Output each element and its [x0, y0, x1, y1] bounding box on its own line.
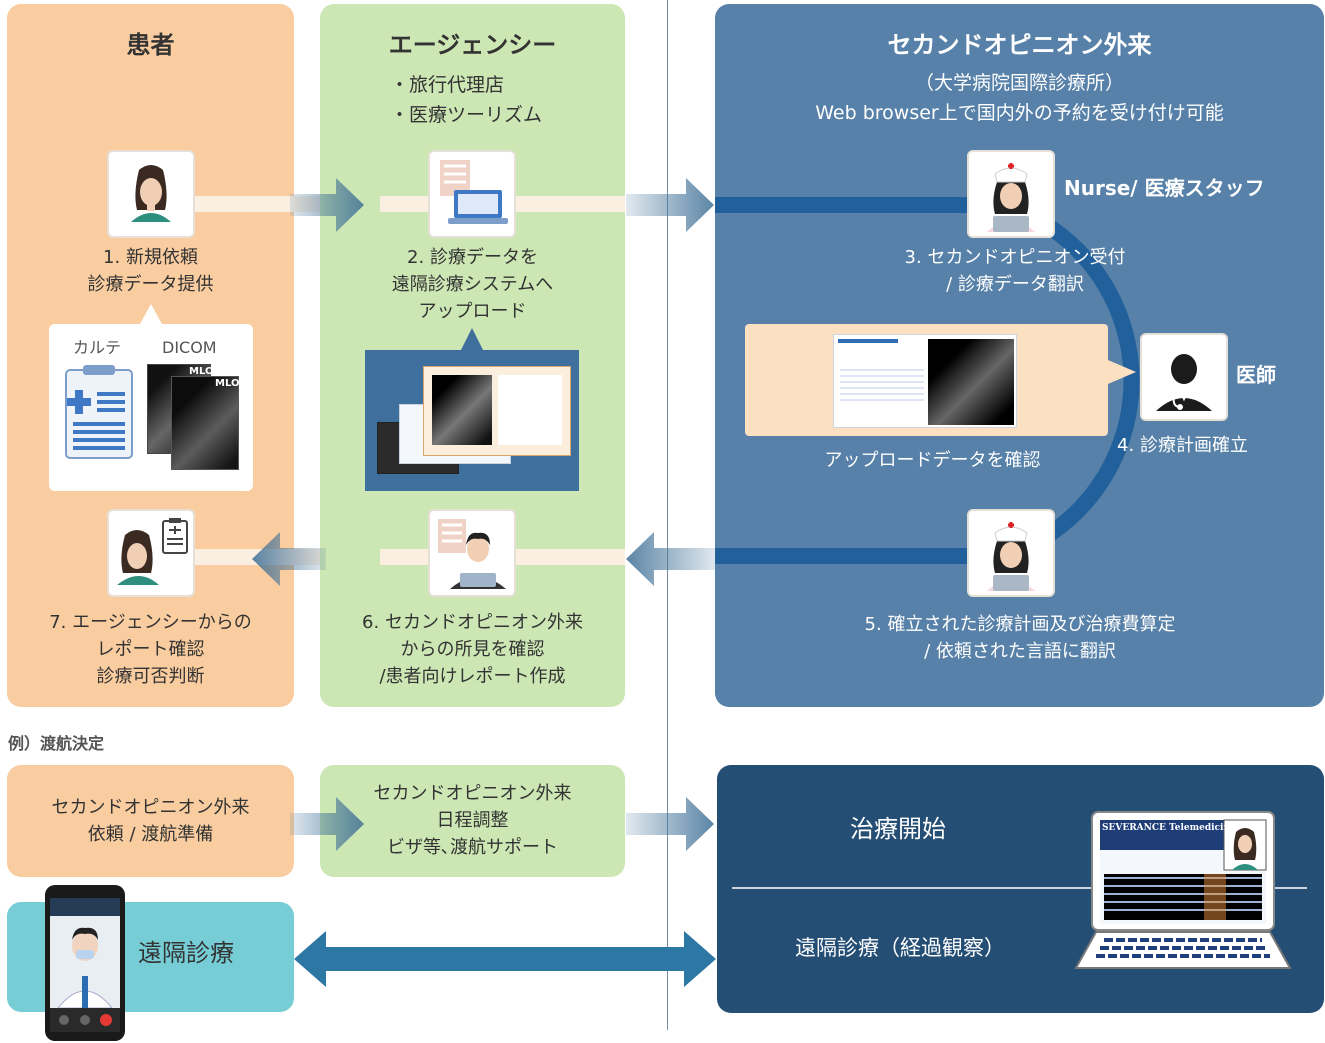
arrow-right-1 [290, 178, 364, 232]
step1-line1: 1. 新規依頼 [103, 247, 198, 268]
upload-check-label: アップロードデータを確認 [824, 450, 1041, 471]
step7-line2: レポート確認 [96, 639, 205, 660]
patient-report-card [107, 509, 195, 597]
clinic-title: セカンドオピニオン外来 [887, 31, 1152, 59]
review-table [840, 365, 924, 405]
example-arrow-right-2 [626, 797, 714, 851]
step6-line3: /患者向けレポート作成 [379, 666, 566, 687]
example-patient-box [7, 765, 294, 877]
clinic-subtitle: （大学病院国際診療所） [914, 72, 1124, 94]
example-patient-line1: セカンドオピニオン外来 [51, 797, 250, 818]
step1-line2: 診療データ提供 [87, 274, 214, 295]
karte-label: カルテ [73, 338, 122, 357]
dicom-image-2 [171, 376, 239, 470]
laptop-upload-icon [440, 160, 508, 224]
nurse-icon [987, 522, 1035, 591]
female-patient-icon [131, 165, 171, 222]
step6-line2: からの所見を確認 [400, 639, 545, 660]
step2-line1: 2. 診療データを [407, 247, 538, 268]
step5-line1: 5. 確立された診療計画及び治療費算定 [864, 614, 1176, 635]
step7-line3: 診療可否判断 [96, 666, 205, 687]
step4-label: 4. 診療計画確立 [1117, 435, 1248, 456]
example-agency-line2: 日程調整 [436, 810, 509, 831]
remote-care-label: 遠隔診療 [138, 939, 234, 967]
bubble-tail [140, 304, 162, 324]
mlo-label-1: MLO [189, 366, 214, 377]
agency-staff-icon [438, 519, 506, 589]
step7-line1: 7. エージェンシーからの [49, 612, 252, 633]
upload-screenshot-box [365, 328, 579, 491]
nurse-label: Nurse/ 医療スタッフ [1064, 176, 1265, 200]
vertical-divider [667, 0, 668, 1030]
agency-staff-card [428, 509, 516, 597]
patient-title: 患者 [126, 31, 175, 59]
example-patient-line2: 依頼 / 渡航準備 [87, 824, 214, 845]
agency-upload-card [428, 150, 516, 238]
example-agency-line1: セカンドオピニオン外来 [373, 783, 572, 804]
smartphone-video-call-icon [45, 885, 125, 1041]
doctor-card [1140, 333, 1228, 421]
dicom-label: DICOM [162, 338, 217, 357]
example-clinic-divider [732, 887, 1307, 889]
agency-title: エージェンシー [388, 31, 557, 59]
remote-care-double-arrow [294, 931, 716, 987]
mammogram-thumb [432, 375, 492, 445]
step6-line1: 6. セカンドオピニオン外来 [362, 612, 583, 633]
step5-line2: / 依頼された言語に翻訳 [924, 641, 1116, 662]
bubble-tail [461, 328, 483, 350]
step3-line2: / 診療データ翻訳 [946, 274, 1084, 295]
patient-clipboard-icon [117, 518, 188, 585]
patient-card [107, 150, 195, 238]
review-header [838, 339, 898, 343]
review-image [928, 339, 1014, 425]
records-box: カルテ DICOM MLO MLO [49, 304, 253, 491]
example-agency-box [320, 765, 625, 877]
remote-followup-label: 遠隔診療（経過観察） [795, 936, 1005, 960]
nurse-card-bottom [967, 509, 1055, 597]
clinic-subtitle2: Web browser上で国内外の予約を受け付け可能 [815, 102, 1224, 124]
agency-item-travel: ・旅行代理店 [390, 74, 505, 96]
treatment-start-label: 治療開始 [850, 815, 946, 843]
agency-item-tourism: ・医療ツーリズム [390, 104, 543, 126]
doctor-icon [1156, 354, 1212, 411]
arrow-left-2 [626, 532, 716, 586]
review-screen [833, 334, 1017, 428]
app-window-front [423, 366, 571, 456]
example-arrow-right-1 [290, 797, 364, 851]
data-panel [498, 375, 562, 445]
doctor-label: 医師 [1236, 363, 1276, 387]
step3-line1: 3. セカンドオピニオン受付 [904, 247, 1126, 268]
nurse-card-top [967, 150, 1055, 238]
step2-line3: アップロード [418, 301, 527, 322]
medical-chart-icon [65, 365, 133, 459]
nurse-icon [987, 163, 1035, 232]
mlo-label-2: MLO [215, 378, 240, 389]
arrow-left-1 [252, 532, 326, 586]
arrow-right-2 [626, 178, 714, 232]
example-label: 例）渡航決定 [8, 734, 105, 753]
telemedicine-laptop-icon [1074, 811, 1292, 969]
connector-rail-top [180, 196, 320, 212]
laptop-brand-text: SEVERANCE Telemedicine [1102, 823, 1236, 833]
example-agency-line3: ビザ等､渡航サポート [387, 837, 558, 858]
upload-check-box [745, 324, 1136, 436]
step2-line2: 遠隔診療システムへ [391, 274, 554, 295]
bubble-tail-right [1108, 360, 1136, 384]
